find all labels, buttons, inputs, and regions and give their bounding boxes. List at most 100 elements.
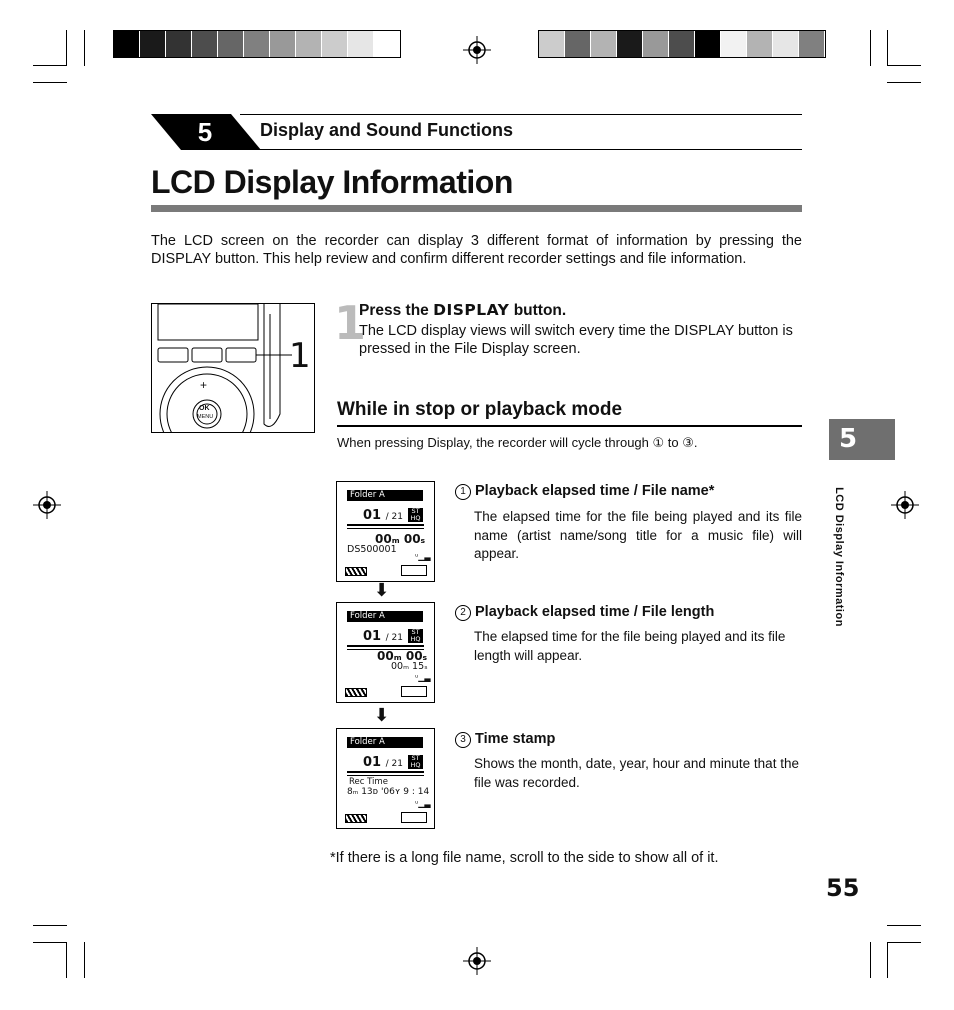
lcd-progress-bar xyxy=(347,771,424,773)
step-heading-suffix: button. xyxy=(509,302,567,319)
lcd-progress-bar xyxy=(347,645,424,647)
crop-mark xyxy=(887,30,888,66)
section-rule xyxy=(240,149,802,150)
crop-mark xyxy=(66,942,67,978)
color-swatch xyxy=(322,31,348,57)
color-swatch xyxy=(773,31,799,57)
registration-target-icon xyxy=(463,947,491,975)
color-swatch-bar-right xyxy=(538,30,826,58)
mic-icon: ᵘ▁▃ xyxy=(415,673,431,682)
lcd-file-number: 01 / 21 xyxy=(363,629,403,644)
display-key-label: DISPLAY xyxy=(433,301,510,319)
lcd-indicator-box xyxy=(401,812,427,823)
battery-icon xyxy=(345,567,367,576)
subsection-title: While in stop or playback mode xyxy=(337,399,623,420)
color-swatch xyxy=(695,31,721,57)
registration-target-icon xyxy=(463,36,491,64)
crop-mark xyxy=(870,30,871,66)
color-swatch xyxy=(565,31,591,57)
color-swatch xyxy=(348,31,374,57)
footnote: *If there is a long file name, scroll to… xyxy=(330,850,719,866)
crop-mark xyxy=(887,82,921,83)
crop-mark xyxy=(84,942,85,978)
lcd-progress-bar xyxy=(347,524,424,526)
lcd-file-number: 01 / 21 xyxy=(363,755,403,770)
lcd-file-name: DS500001 xyxy=(347,544,397,555)
crop-mark xyxy=(66,30,67,66)
color-swatch xyxy=(669,31,695,57)
lcd-progress-track xyxy=(347,649,424,650)
down-arrow-icon: ⬇ xyxy=(374,580,390,600)
color-swatch xyxy=(591,31,617,57)
battery-icon xyxy=(345,814,367,823)
step-heading-prefix: Press the xyxy=(359,302,434,319)
section-rule xyxy=(240,114,802,115)
subsection-note: When pressing Display, the recorder will… xyxy=(337,435,698,450)
item-body-2: The elapsed time for the file being play… xyxy=(474,629,786,663)
color-swatch xyxy=(166,31,192,57)
lcd-file-number: 01 / 21 xyxy=(363,508,403,523)
title-underline xyxy=(151,205,802,212)
crop-mark xyxy=(887,942,888,978)
lcd-folder-label: Folder A xyxy=(347,490,423,501)
step-heading: Press the DISPLAY button. xyxy=(359,301,566,320)
color-swatch xyxy=(114,31,140,57)
step-number: 1 xyxy=(334,296,367,350)
callout-number: 1 xyxy=(289,336,311,376)
color-swatch xyxy=(192,31,218,57)
color-swatch xyxy=(643,31,669,57)
color-swatch xyxy=(721,31,747,57)
color-swatch-bar-left xyxy=(113,30,401,58)
lcd-progress-track xyxy=(347,528,424,529)
item-body-1: The elapsed time for the file being play… xyxy=(474,509,802,561)
chapter-side-label: LCD Display Information xyxy=(833,487,845,627)
crop-mark xyxy=(33,942,67,943)
crop-mark xyxy=(887,65,921,66)
battery-icon xyxy=(345,688,367,697)
crop-mark xyxy=(33,925,67,926)
menu-label: MENU xyxy=(197,414,214,420)
color-swatch xyxy=(218,31,244,57)
lcd-progress-track xyxy=(347,775,424,776)
down-arrow-icon: ⬇ xyxy=(374,705,390,725)
color-swatch xyxy=(296,31,322,57)
intro-paragraph: The LCD screen on the recorder can displ… xyxy=(151,233,802,267)
color-swatch xyxy=(799,31,825,57)
lcd-file-length: 00ₘ 15ₛ xyxy=(391,661,428,672)
recorder-illustration: 1 + OK MENU xyxy=(151,303,315,433)
chapter-side-tab: 5 xyxy=(829,419,895,460)
plus-label: + xyxy=(200,378,208,392)
crop-mark xyxy=(33,65,67,66)
color-swatch xyxy=(617,31,643,57)
lcd-elapsed-time: 00ₘ 00ₛ xyxy=(375,532,426,546)
page-title: LCD Display Information xyxy=(151,164,513,200)
crop-mark xyxy=(887,925,921,926)
crop-mark xyxy=(33,82,67,83)
mic-icon: ᵘ▁▃ xyxy=(415,552,431,561)
crop-mark xyxy=(887,942,921,943)
lcd-folder-label: Folder A xyxy=(347,611,423,622)
color-swatch xyxy=(244,31,270,57)
lcd-indicator-box xyxy=(401,686,427,697)
mic-icon: ᵘ▁▃ xyxy=(415,799,431,808)
color-swatch xyxy=(140,31,166,57)
recorder-drawing xyxy=(157,304,292,432)
color-swatch xyxy=(747,31,773,57)
lcd-indicator-box xyxy=(401,565,427,576)
step-body: The LCD display views will switch every … xyxy=(359,323,793,357)
crop-mark xyxy=(870,942,871,978)
registration-target-icon xyxy=(33,491,61,519)
section-tab xyxy=(151,114,261,150)
lcd-timestamp: 8ₘ 13ᴅ '06ʏ 9 : 14 xyxy=(347,787,430,797)
ok-label: OK xyxy=(199,405,210,412)
subsection-rule xyxy=(337,425,802,427)
page-number: 55 xyxy=(826,874,860,902)
